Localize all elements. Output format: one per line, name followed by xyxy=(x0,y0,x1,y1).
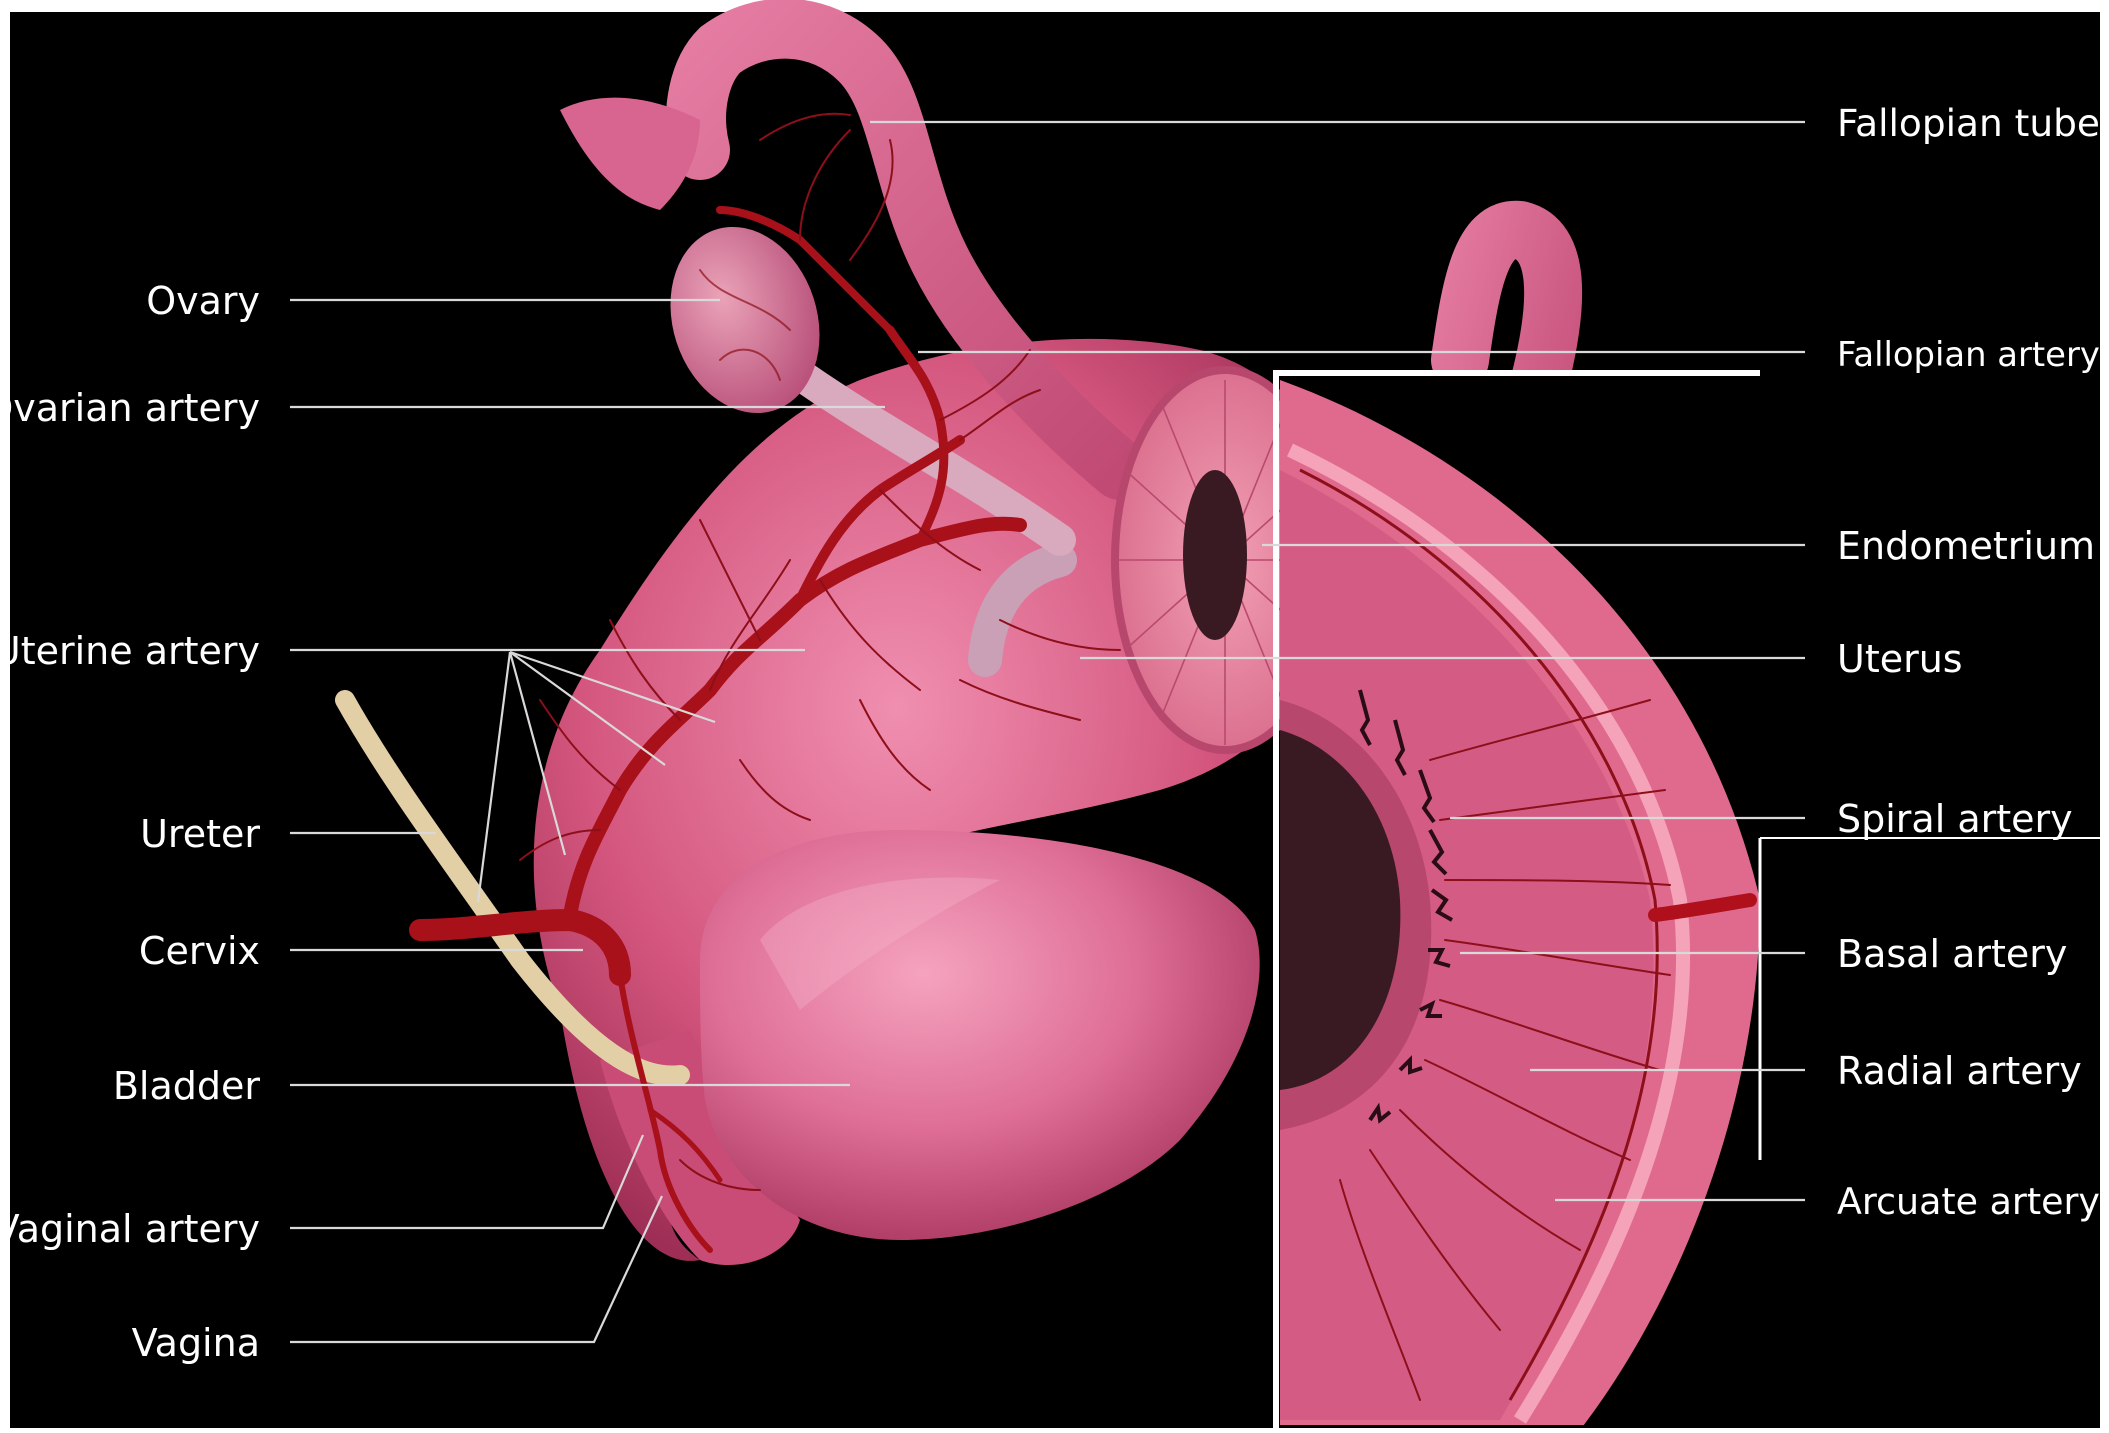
label-basal-artery: Basal artery xyxy=(1837,932,2067,976)
label-ureter: Ureter xyxy=(140,812,260,856)
label-radial-artery: Radial artery xyxy=(1837,1049,2082,1093)
label-uterus: Uterus xyxy=(1837,637,1963,681)
frame-right-strip xyxy=(2100,0,2109,1428)
label-ovarian-artery: Ovarian artery xyxy=(0,386,260,430)
frame-top-strip xyxy=(0,0,2109,12)
label-spiral-artery: Spiral artery xyxy=(1837,797,2073,841)
label-bladder: Bladder xyxy=(113,1064,261,1108)
label-ovary: Ovary xyxy=(146,279,260,323)
label-fallopian-artery: Fallopian artery xyxy=(1837,335,2100,374)
label-endometrium: Endometrium xyxy=(1837,524,2095,568)
label-vagina: Vagina xyxy=(132,1321,260,1365)
uterine-wall-inset xyxy=(1280,375,1760,1428)
label-cervix: Cervix xyxy=(139,929,260,973)
label-uterine-artery: Uterine artery xyxy=(0,629,260,673)
label-arcuate-artery: Arcuate artery xyxy=(1837,1180,2100,1223)
label-fallopian-tube: Fallopian tube xyxy=(1837,101,2100,145)
endometrium-lumen xyxy=(1183,470,1247,640)
label-vaginal-artery: Vaginal artery xyxy=(0,1207,260,1251)
